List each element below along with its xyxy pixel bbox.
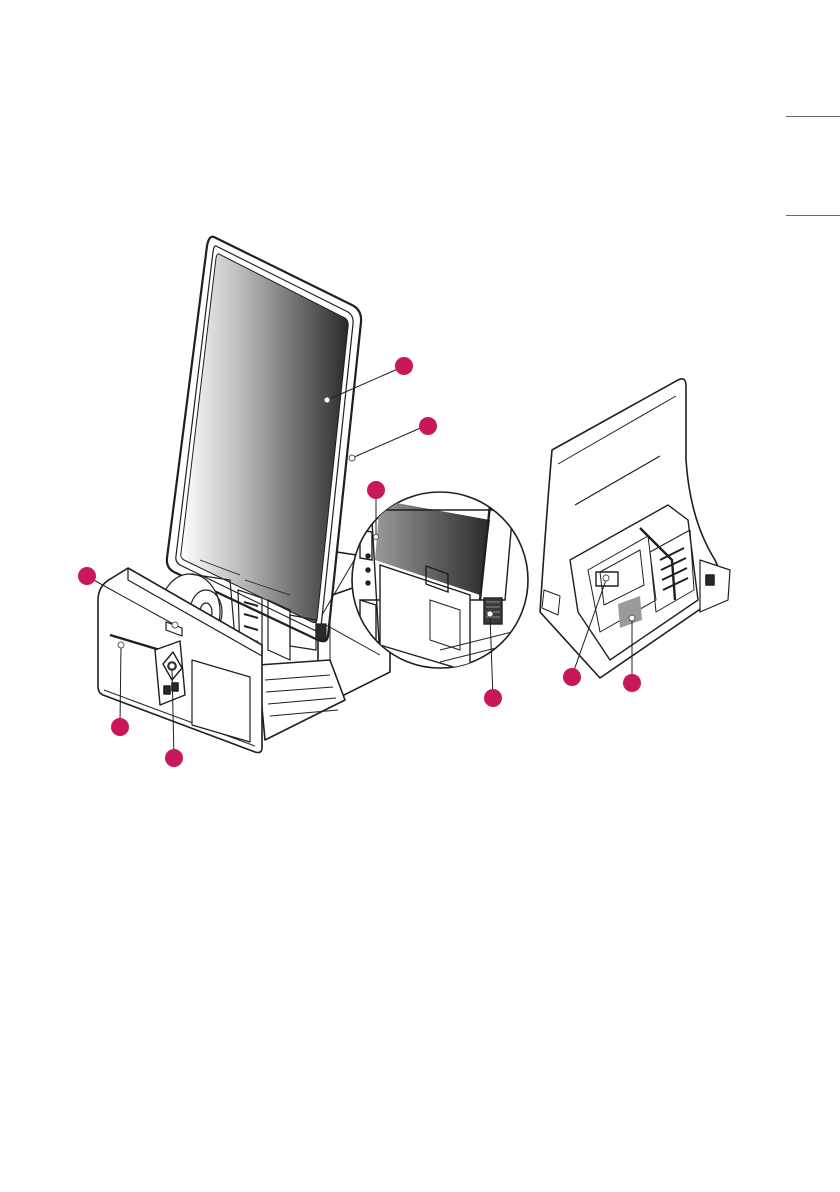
callout-marker-touch-screen (395, 357, 413, 375)
callout-marker-card-slot (111, 718, 129, 736)
callout-marker-drawer-top (78, 567, 96, 585)
callout-marker-rear-label (623, 674, 641, 692)
callout-marker-side-edge (419, 417, 437, 435)
callout-marker-rear-connector (563, 668, 581, 686)
callout-marker-side-ports (367, 481, 385, 499)
callout-marker-speaker (484, 689, 502, 707)
drawer-lock-icon (155, 641, 185, 705)
kiosk-rear-view (540, 379, 730, 678)
callout-marker-drawer-lock (165, 749, 183, 767)
